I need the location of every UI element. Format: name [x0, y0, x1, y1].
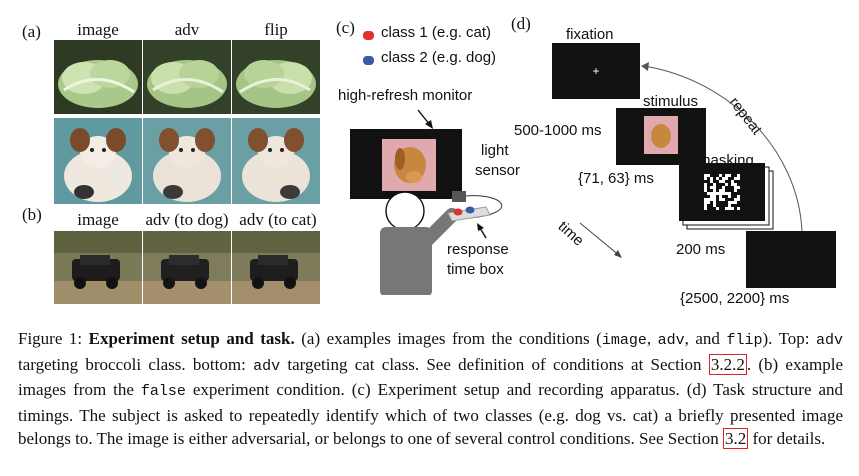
time-arrow: [579, 222, 621, 257]
response-screen: [746, 231, 836, 288]
panel-b-col-adv-cat: adv (to cat): [239, 210, 317, 229]
class1-legend-marker: [363, 31, 374, 40]
response-arrow-head: [477, 223, 484, 231]
figure-caption: Figure 1: Experiment setup and task. (a)…: [18, 327, 843, 451]
caption-code-adv: adv: [657, 332, 685, 349]
repeat-arc: [643, 65, 803, 232]
class2-legend-label: class 2 (e.g. dog): [381, 49, 497, 66]
fixation-duration: 500-1000 ms: [514, 122, 602, 139]
sensor-label-line1: light: [481, 142, 509, 159]
panel-c-label: (c): [336, 18, 355, 37]
truck-adv-dog-image: [143, 231, 231, 304]
panel-a-col-adv: adv: [174, 20, 200, 39]
stimulus-duration: {71, 63} ms: [578, 170, 654, 187]
cabbage-adv-image: [143, 40, 231, 114]
person-head: [385, 191, 425, 231]
person-arm: [415, 208, 459, 252]
panel-a-col-flip: flip: [264, 20, 288, 39]
cabbage-flip-image: [232, 40, 320, 114]
time-arrow-head: [614, 250, 622, 258]
class2-button: [465, 206, 475, 214]
stimulus-label: stimulus: [643, 93, 699, 110]
mask-noise-pattern: [704, 174, 740, 210]
monitor-label: high-refresh monitor: [338, 87, 473, 104]
dog-flip-image: [232, 118, 320, 204]
caption-text-6: experiment condition. (c) Experiment set…: [18, 380, 844, 449]
caption-text-5: . (b) example images from the: [18, 354, 844, 400]
caption-and: , and: [684, 329, 720, 348]
repeat-arrow-head: [641, 62, 649, 71]
dog-adv-image: [143, 118, 231, 204]
caption-text-2: ). Top:: [762, 329, 817, 348]
cabbage-image: [54, 40, 142, 114]
caption-prefix: Figure 1:: [18, 329, 89, 348]
response-box-label-line1: response: [447, 241, 509, 258]
panel-b-label: (b): [22, 205, 42, 224]
truck-adv-cat-image: [232, 231, 320, 304]
section-ref-link-1[interactable]: 3.2.2: [708, 353, 747, 375]
caption-text-7: for details.: [748, 429, 826, 449]
caption-comma: ,: [646, 329, 658, 348]
caption-code-false: false: [140, 383, 186, 401]
task-timeline: +: [552, 43, 836, 288]
caption-code-image: image: [601, 332, 647, 349]
class2-legend-marker: [363, 56, 374, 65]
fixation-cross: +: [592, 64, 599, 78]
fixation-screen: [552, 43, 640, 99]
panel-a-col-image: image: [77, 20, 119, 39]
caption-text-3: targeting broccoli class. bottom:: [18, 354, 254, 374]
caption-text-4: targeting cat class. See definition of c…: [280, 354, 709, 374]
light-sensor: [452, 191, 466, 202]
panel-d-label: (d): [511, 14, 531, 33]
caption-code-adv-3: adv: [253, 357, 281, 375]
truck-image: [54, 231, 142, 304]
section-ref-link-2[interactable]: 3.2: [723, 428, 749, 450]
response-box-label-line2: time box: [447, 261, 504, 278]
dog-image: [54, 118, 142, 204]
sensor-label-line2: sensor: [475, 162, 521, 179]
monitor-arrow-head: [425, 120, 433, 129]
fixation-label: fixation: [566, 26, 614, 43]
caption-code-flip: flip: [726, 332, 763, 349]
class1-button: [453, 208, 463, 216]
caption-code-adv-2: adv: [816, 332, 844, 349]
response-arrow: [479, 227, 487, 239]
class1-legend-label: class 1 (e.g. cat): [381, 24, 492, 41]
experiment-setup-illustration: [350, 109, 503, 295]
masking-duration: 200 ms: [676, 241, 726, 258]
response-duration: {2500, 2200} ms: [680, 290, 790, 307]
caption-title: Experiment setup and task.: [88, 329, 295, 348]
panel-b-col-image: image: [77, 210, 119, 229]
panel-a-label: (a): [22, 22, 41, 41]
caption-text-1: (a) examples images from the conditions …: [294, 329, 602, 348]
panel-b-col-adv-dog: adv (to dog): [145, 210, 229, 229]
